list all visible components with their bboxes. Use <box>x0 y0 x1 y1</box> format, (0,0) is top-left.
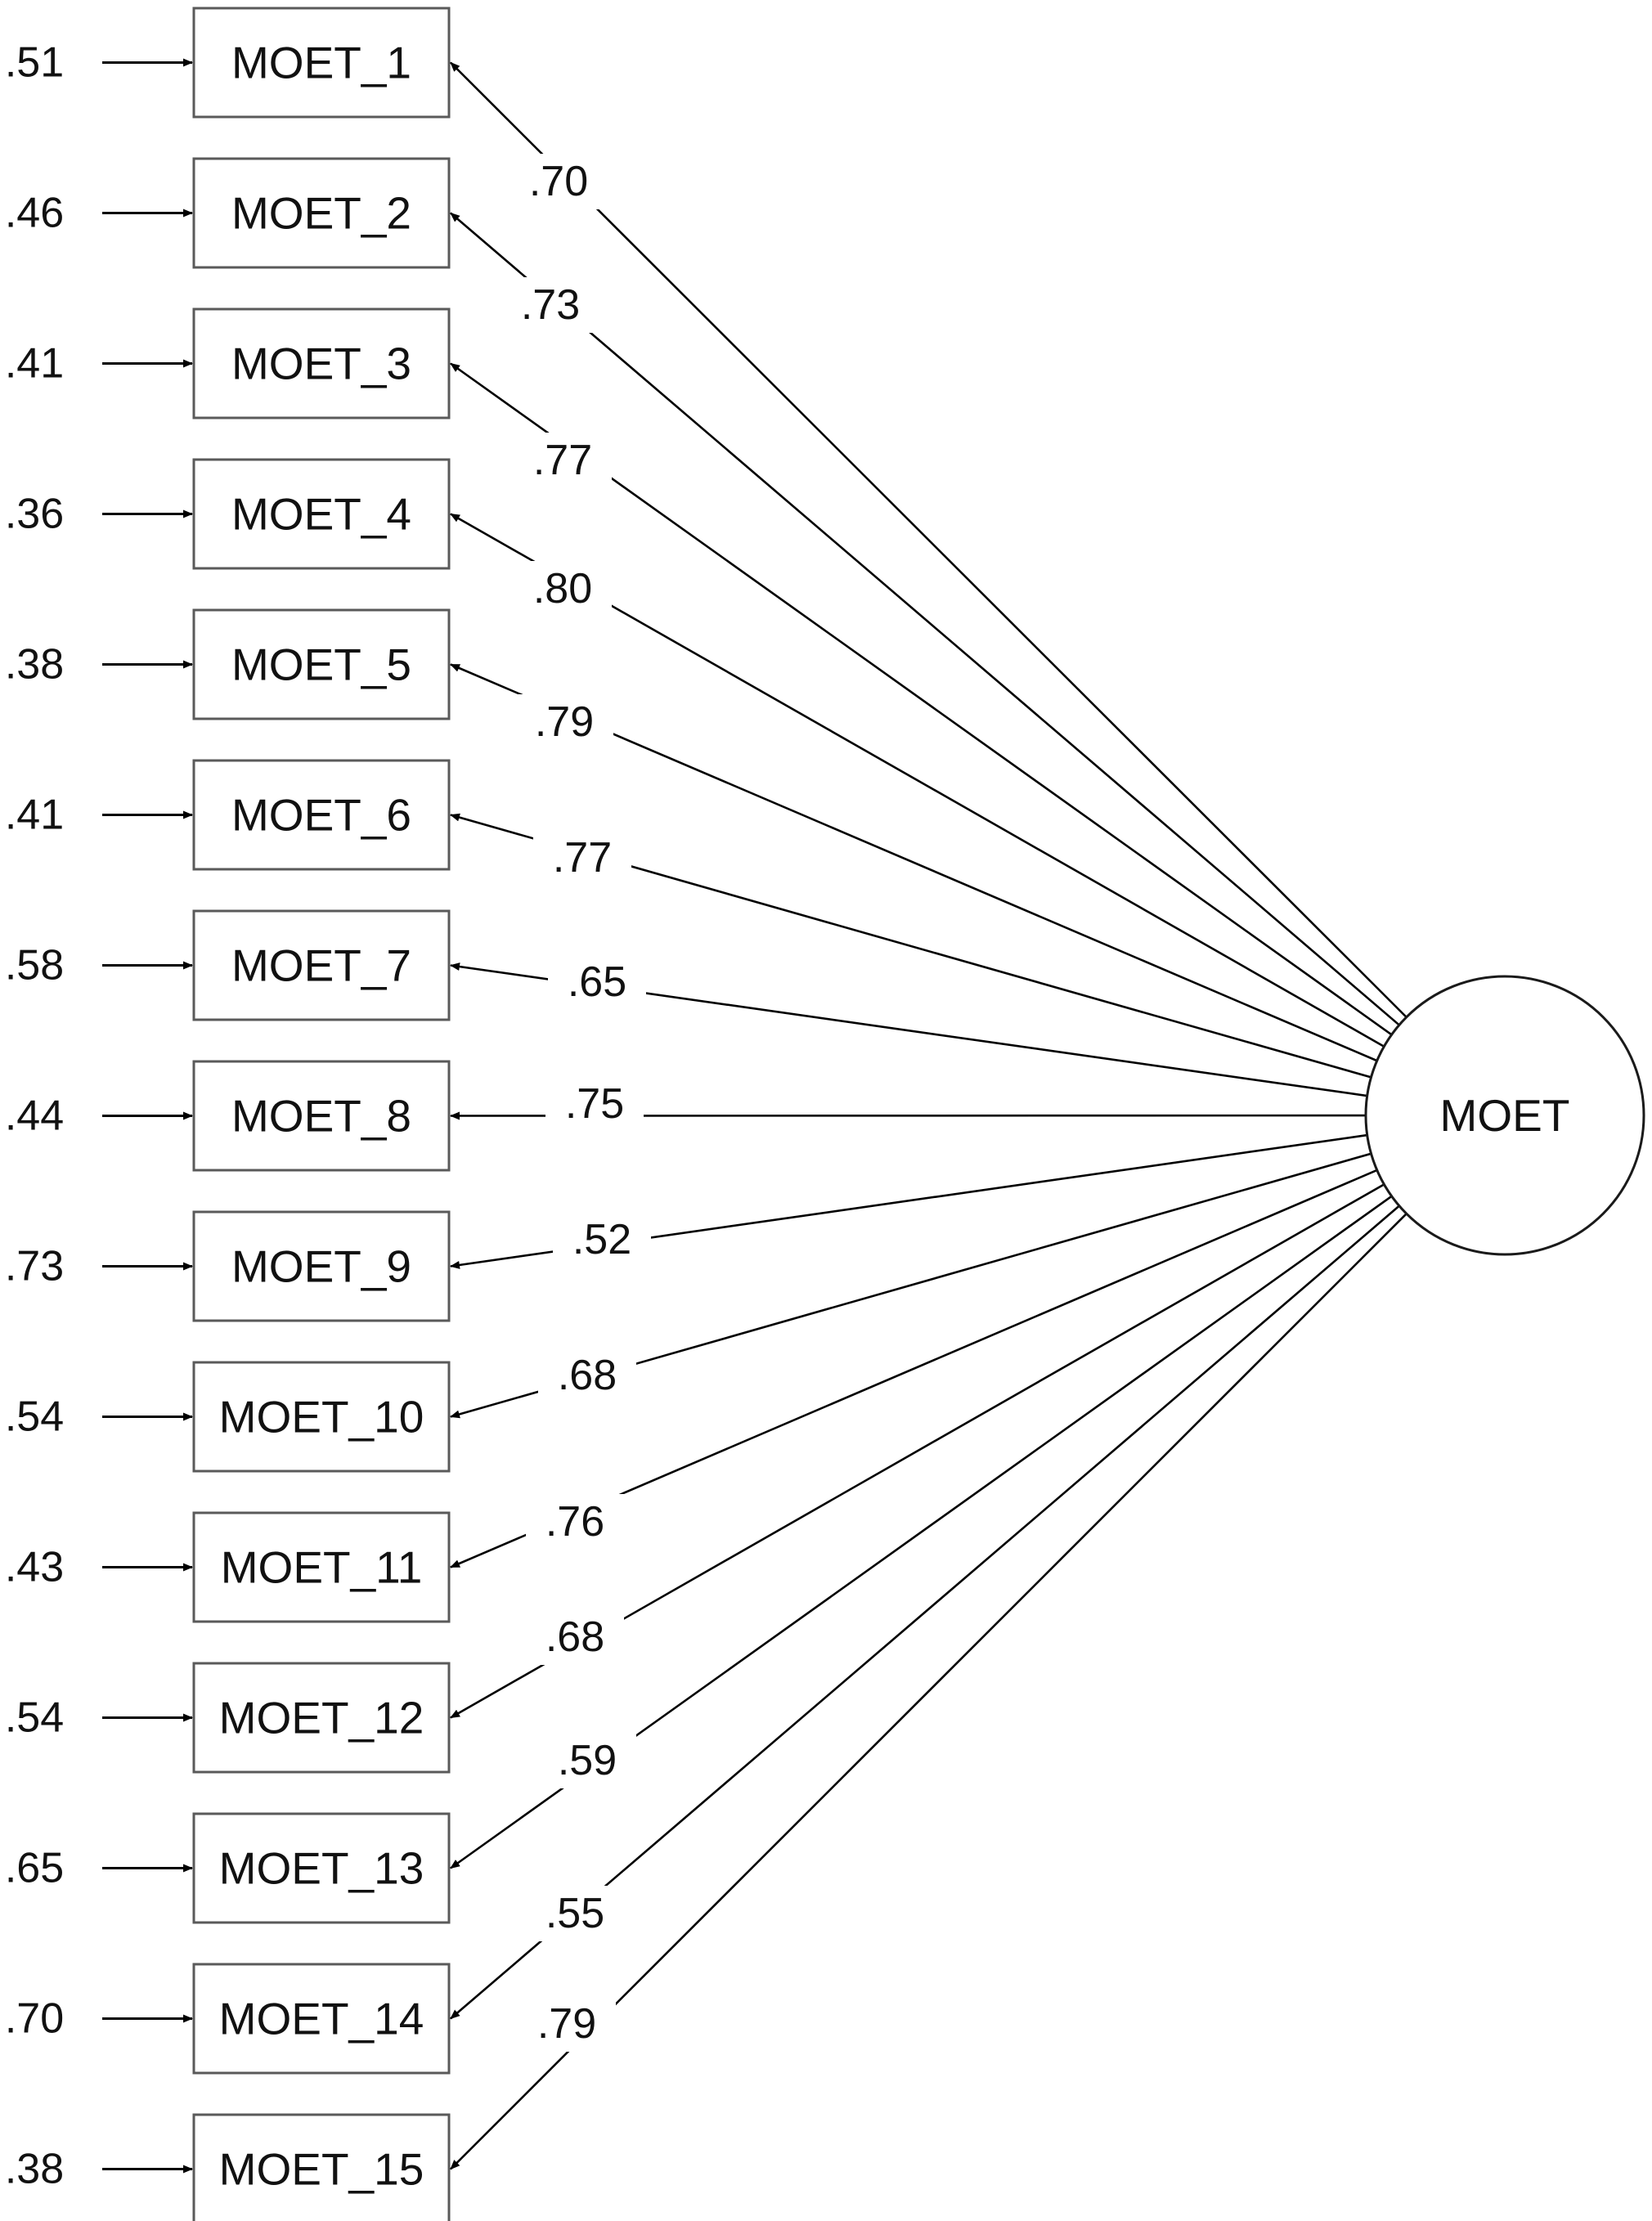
indicator-box-7 <box>192 909 451 1021</box>
loading-value-6: .77 <box>553 834 612 882</box>
loading-label-bg-12 <box>526 1609 624 1665</box>
indicator-box-1 <box>192 7 451 119</box>
indicator-label-5: MOET_5 <box>231 639 411 690</box>
loading-value-10: .68 <box>558 1352 617 1399</box>
indicator-box-11 <box>192 1511 451 1623</box>
indicator-label-7: MOET_7 <box>231 940 411 991</box>
loading-value-4: .80 <box>533 565 592 612</box>
indicator-box-13 <box>192 1812 451 1924</box>
loading-label-bg-11 <box>526 1494 624 1550</box>
loading-value-11: .76 <box>545 1498 604 1546</box>
loading-value-12: .68 <box>545 1613 604 1661</box>
latent-factor-circle <box>1364 975 1645 1256</box>
loading-value-13: .59 <box>558 1737 617 1784</box>
indicator-box-9 <box>192 1210 451 1322</box>
indicator-box-4 <box>192 458 451 570</box>
loading-path-1 <box>450 61 1407 1018</box>
loading-label-bg-8 <box>545 1076 644 1132</box>
indicator-label-3: MOET_3 <box>231 339 411 389</box>
loading-label-bg-2 <box>501 277 599 333</box>
error-variance-6: .41 <box>5 792 64 839</box>
error-variance-9: .73 <box>5 1243 64 1290</box>
latent-factor-label: MOET <box>1440 1090 1570 1141</box>
error-variance-3: .41 <box>5 340 64 388</box>
loading-value-15: .79 <box>537 2000 596 2048</box>
loading-value-8: .75 <box>565 1080 624 1128</box>
loading-value-2: .73 <box>521 281 580 329</box>
indicator-box-8 <box>192 1060 451 1172</box>
error-variance-12: .54 <box>5 1694 64 1742</box>
error-variance-4: .36 <box>5 491 64 538</box>
loading-label-bg-1 <box>510 154 608 209</box>
error-variance-2: .46 <box>5 190 64 237</box>
indicator-label-14: MOET_14 <box>219 1994 424 2044</box>
indicator-label-11: MOET_11 <box>221 1542 423 1593</box>
indicator-box-12 <box>192 1662 451 1774</box>
loading-value-14: .55 <box>545 1890 604 1937</box>
error-variance-1: .51 <box>5 39 64 87</box>
error-variance-13: .65 <box>5 1845 64 1892</box>
indicator-label-1: MOET_1 <box>231 38 411 88</box>
indicator-label-6: MOET_6 <box>231 790 411 841</box>
indicator-label-15: MOET_15 <box>219 2144 424 2195</box>
loading-label-bg-6 <box>533 830 631 886</box>
indicator-box-10 <box>192 1361 451 1473</box>
indicator-box-14 <box>192 1963 451 2075</box>
loading-label-bg-4 <box>514 561 612 617</box>
loading-label-bg-15 <box>518 1996 616 2052</box>
loading-value-5: .79 <box>535 698 594 746</box>
error-variance-8: .44 <box>5 1093 64 1140</box>
indicator-box-15 <box>192 2113 451 2221</box>
indicator-label-9: MOET_9 <box>231 1241 411 1292</box>
loading-label-bg-13 <box>538 1733 636 1788</box>
indicator-box-2 <box>192 157 451 269</box>
error-variance-10: .54 <box>5 1393 64 1441</box>
indicator-label-8: MOET_8 <box>231 1091 411 1142</box>
loading-label-bg-10 <box>538 1348 636 1403</box>
indicator-box-6 <box>192 759 451 871</box>
indicator-box-3 <box>192 307 451 420</box>
indicator-label-13: MOET_13 <box>219 1843 424 1894</box>
loading-path-14 <box>450 1205 1400 2020</box>
indicator-label-2: MOET_2 <box>231 188 411 239</box>
loading-label-bg-5 <box>515 694 613 750</box>
indicator-box-5 <box>192 608 451 720</box>
loading-path-2 <box>450 212 1400 1026</box>
loading-label-bg-7 <box>548 954 646 1010</box>
error-variance-7: .58 <box>5 942 64 989</box>
error-variance-15: .38 <box>5 2146 64 2193</box>
loading-label-bg-3 <box>514 433 612 488</box>
indicator-label-10: MOET_10 <box>219 1392 424 1443</box>
error-variance-14: .70 <box>5 1995 64 2043</box>
loading-label-bg-14 <box>526 1886 624 1941</box>
loading-value-1: .70 <box>529 158 588 205</box>
loading-value-7: .65 <box>568 958 626 1006</box>
loading-value-3: .77 <box>533 437 592 484</box>
loading-label-bg-9 <box>553 1212 651 1268</box>
indicator-label-12: MOET_12 <box>219 1693 424 1743</box>
loading-value-9: .52 <box>572 1216 631 1263</box>
error-variance-11: .43 <box>5 1544 64 1591</box>
indicator-label-4: MOET_4 <box>231 489 411 540</box>
error-variance-5: .38 <box>5 641 64 689</box>
